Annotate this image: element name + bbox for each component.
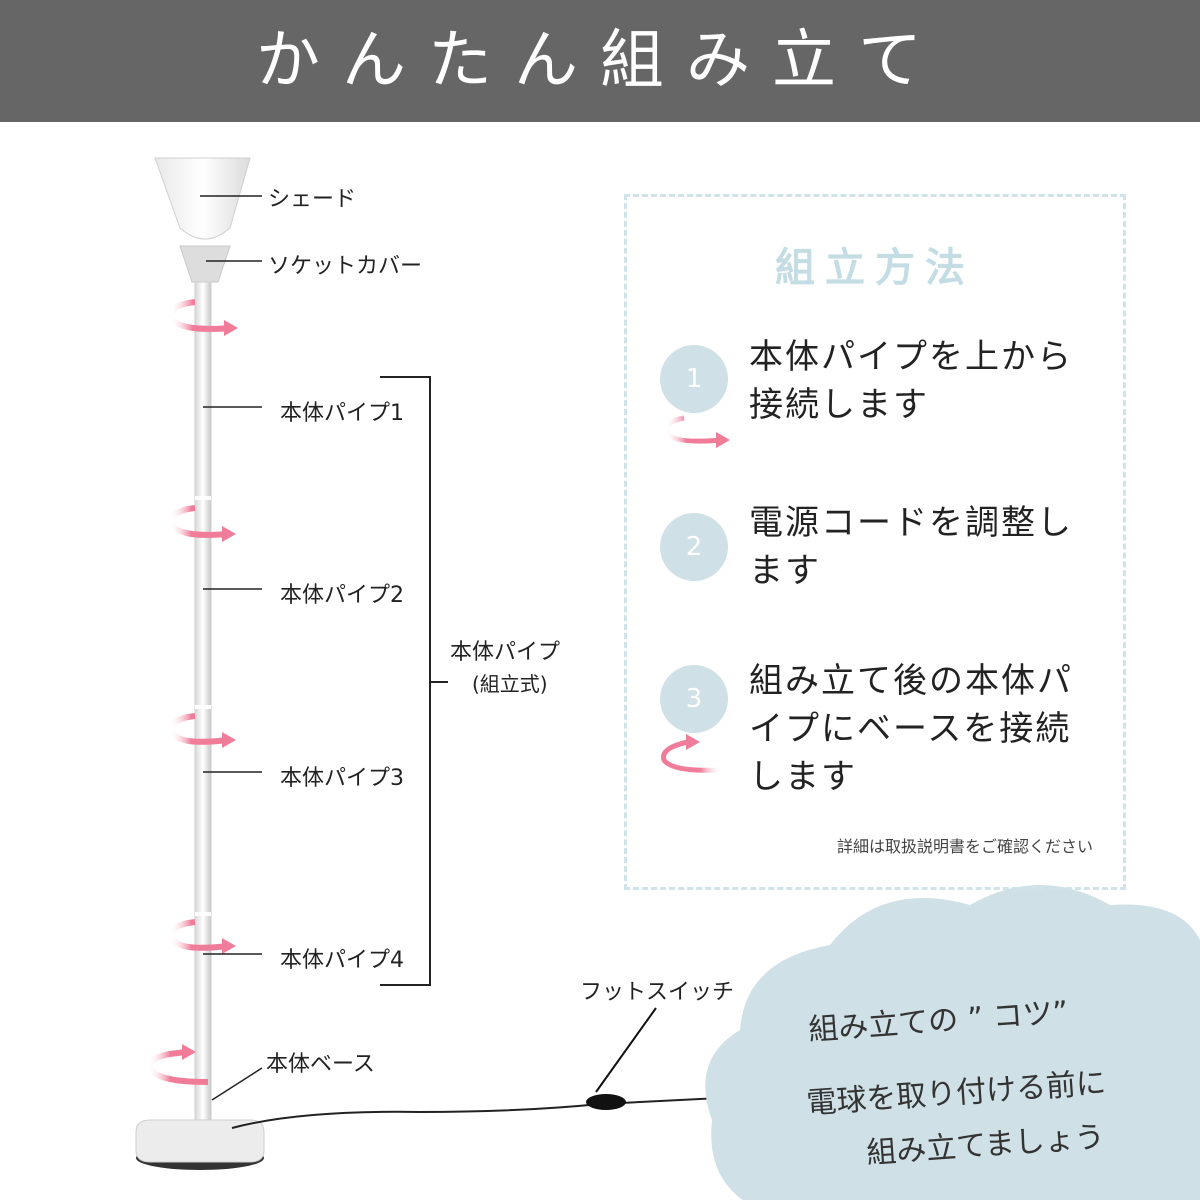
step-text-3: 組み立て後の本体パ イプにベースを接続 します	[749, 661, 1073, 797]
header-banner: かんたん組み立て	[0, 0, 1200, 122]
steps-panel: 組立方法 1 本体パイプを上から 接続します 2 電源コードを調整し ます 3 …	[624, 194, 1126, 890]
step-rotation-arrow-icon	[661, 734, 721, 773]
label-shade: シェード	[268, 187, 357, 212]
rotation-arrow-icon	[168, 713, 236, 748]
step-number-3: 3	[660, 665, 728, 733]
label-pipe4: 本体パイプ4	[280, 948, 404, 973]
rotation-arrow-icon	[168, 505, 236, 542]
label-socket-cover: ソケットカバー	[268, 254, 423, 279]
steps-title: 組立方法	[775, 245, 975, 291]
step-rotation-arrow-icon	[664, 415, 730, 448]
rotation-arrow-icon	[168, 299, 238, 336]
label-pipe1: 本体パイプ1	[280, 401, 404, 426]
step-text-2: 電源コードを調整し ます	[749, 503, 1073, 591]
step-text-1: 本体パイプを上から 接続します	[749, 337, 1073, 425]
base-shape	[135, 1119, 265, 1163]
page-title: かんたん組み立て	[256, 24, 944, 98]
label-pipe-group-sub: (組立式)	[472, 672, 548, 696]
rotation-arrow-icon	[146, 1044, 209, 1085]
rotation-arrow-icon	[168, 919, 236, 954]
label-foot-switch: フットスイッチ	[580, 980, 735, 1005]
shade-shape	[154, 157, 251, 240]
pipe-bracket	[380, 376, 431, 986]
step-number-1: 1	[660, 345, 728, 413]
socket-cover-shape	[179, 245, 231, 283]
label-pipe3: 本体パイプ3	[280, 766, 404, 791]
label-base: 本体ベース	[266, 1052, 375, 1077]
power-cord	[231, 1097, 721, 1129]
tip-cloud-shape	[705, 885, 1200, 1200]
label-pipe2: 本体パイプ2	[280, 583, 404, 608]
label-pipe-group: 本体パイプ	[450, 640, 561, 665]
foot-switch-shape	[586, 1094, 626, 1110]
step-number-2: 2	[660, 513, 728, 581]
steps-note: 詳細は取扱説明書をご確認ください	[836, 837, 1093, 856]
